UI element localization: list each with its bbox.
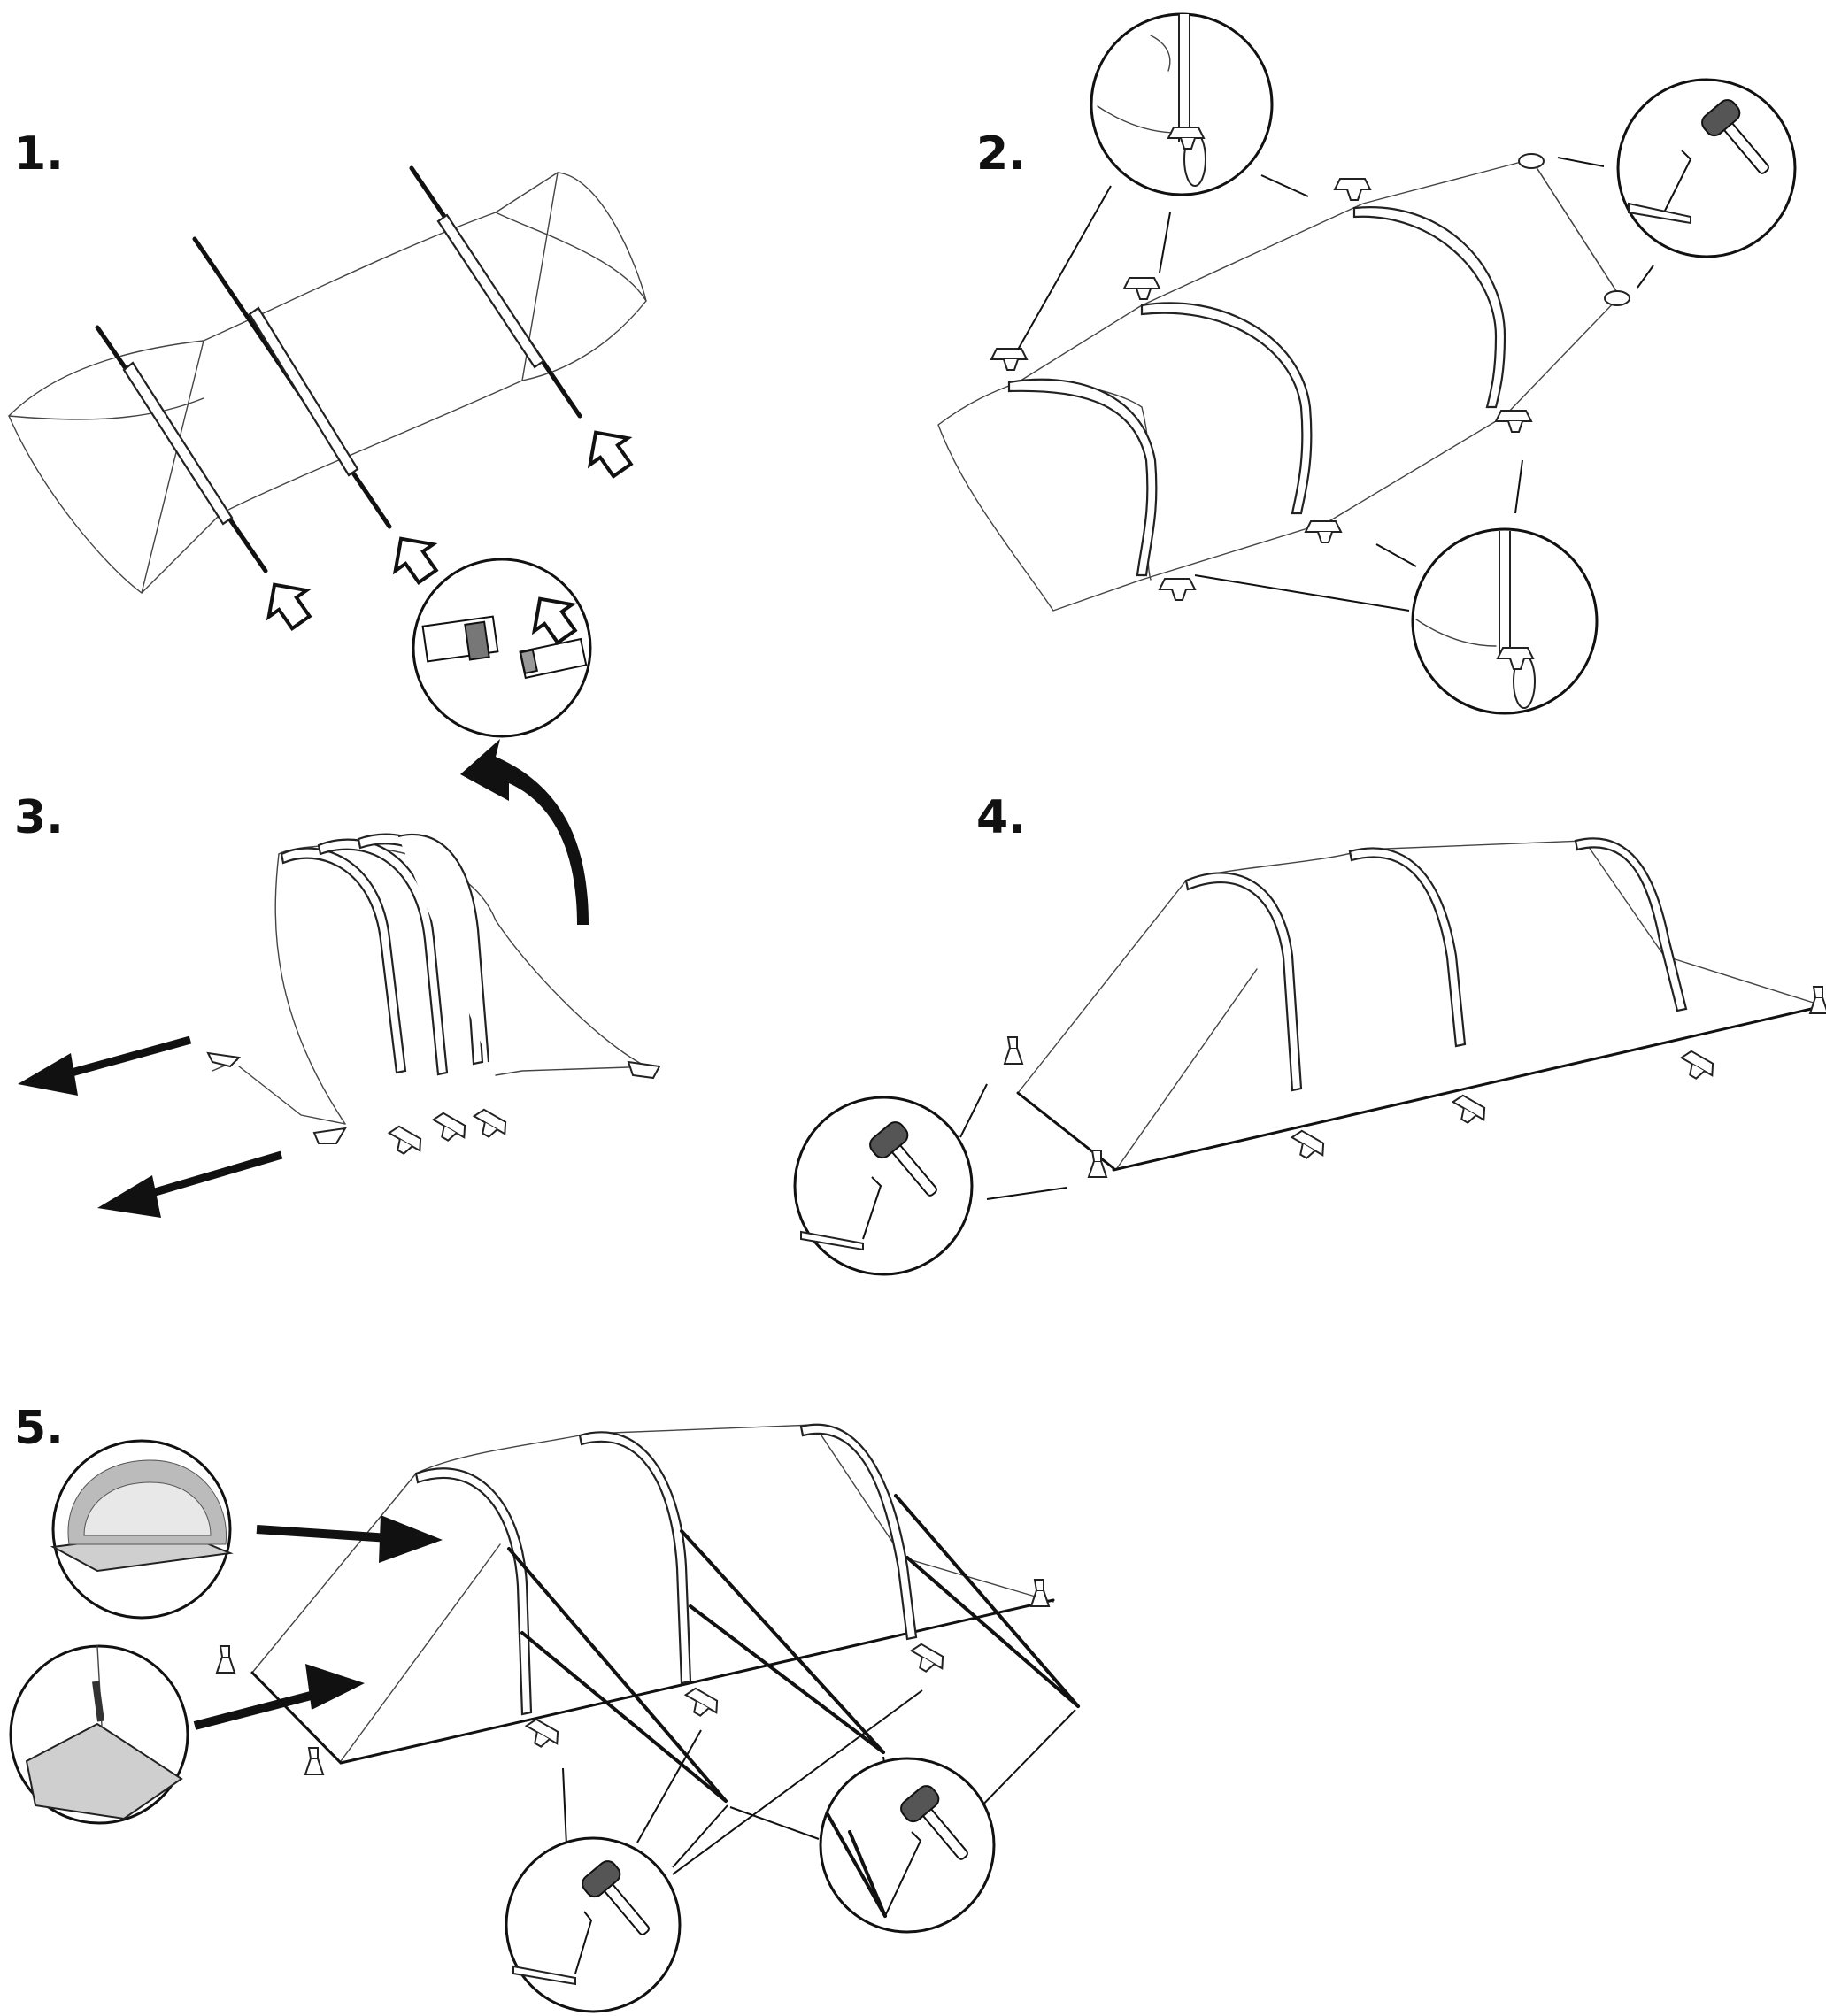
arch-pole-2 bbox=[1348, 847, 1467, 1048]
tent-peg-icon bbox=[1809, 986, 1826, 1014]
step-4-illustration bbox=[793, 837, 1826, 1276]
tent-peg-icon bbox=[512, 1965, 576, 1986]
mallet-detail-top bbox=[1616, 78, 1797, 258]
step-3-illustration bbox=[18, 739, 661, 1218]
tent-peg-icon bbox=[304, 1747, 324, 1775]
pole-clip-icon bbox=[1334, 178, 1371, 201]
pull-arrow-icon bbox=[97, 1150, 283, 1218]
pole-clip-icon bbox=[382, 1122, 427, 1161]
tent-peg-icon bbox=[1628, 202, 1691, 225]
tent-body-outline bbox=[937, 158, 1621, 612]
curved-arrow-icon bbox=[460, 739, 589, 925]
pole-clip-icon bbox=[1305, 520, 1342, 543]
step-5-number: 5. bbox=[14, 1402, 64, 1455]
pole-clip-icon bbox=[467, 1105, 512, 1144]
arch-pole-1 bbox=[1007, 378, 1158, 577]
pole-clip-icon bbox=[520, 1715, 564, 1754]
arch-pole-2 bbox=[1140, 302, 1313, 515]
step-1-number: 1. bbox=[14, 127, 64, 181]
pole-clip-icon bbox=[1159, 578, 1196, 601]
tent-peg-icon bbox=[800, 1230, 864, 1251]
pole-sleeve-2 bbox=[192, 236, 392, 529]
arch-pole-1 bbox=[1184, 872, 1303, 1092]
arch-pole-3 bbox=[1574, 837, 1688, 1012]
corner-strap-detail bbox=[9, 1644, 365, 1825]
hollow-arrow-icon bbox=[380, 523, 449, 592]
step-1-illustration bbox=[8, 165, 647, 738]
pull-arrow-icon bbox=[305, 1664, 365, 1710]
mallet-detail bbox=[793, 1096, 974, 1276]
loop-ring bbox=[1604, 290, 1630, 306]
step-4-number: 4. bbox=[976, 791, 1026, 844]
pole-clip-icon bbox=[1123, 277, 1160, 300]
arch-pole-3 bbox=[799, 1423, 918, 1641]
mallet-detail-right bbox=[819, 1757, 996, 1934]
step-5-illustration bbox=[9, 1423, 1080, 2013]
pole-joint-detail bbox=[412, 558, 592, 738]
step-3-number: 3. bbox=[14, 791, 64, 844]
pole-sleeve-3 bbox=[409, 165, 582, 419]
pole-clip-icon bbox=[1495, 410, 1532, 433]
pull-arrow-icon bbox=[379, 1515, 443, 1563]
tent-peg-icon bbox=[1088, 1150, 1107, 1178]
pole-clip-icon bbox=[990, 348, 1028, 371]
clip-detail-bottom bbox=[1411, 527, 1599, 715]
pole-sleeve-1 bbox=[95, 325, 268, 573]
pole-clip-icon bbox=[1285, 1127, 1329, 1166]
pole-clip-icon bbox=[427, 1109, 471, 1148]
tent-peg-icon bbox=[1030, 1579, 1050, 1607]
clip-detail-top bbox=[1090, 12, 1274, 196]
pole-clip-icon bbox=[905, 1640, 949, 1679]
step-2-number: 2. bbox=[976, 127, 1026, 181]
pull-arrow-icon bbox=[18, 1035, 192, 1096]
loop-ring bbox=[1518, 153, 1545, 169]
step-2-illustration bbox=[937, 12, 1797, 715]
tent-peg-icon bbox=[216, 1645, 235, 1674]
arch-pole-3 bbox=[1352, 206, 1506, 409]
mallet-detail-left bbox=[505, 1836, 682, 2013]
pole-clip-icon bbox=[679, 1684, 723, 1723]
tent-peg-icon bbox=[1004, 1036, 1023, 1065]
arch-pole-2 bbox=[578, 1431, 692, 1685]
hollow-arrow-icon bbox=[574, 417, 643, 486]
arch-pole-1 bbox=[414, 1467, 533, 1716]
pole-clip-icon bbox=[1446, 1091, 1491, 1130]
hollow-arrow-icon bbox=[253, 569, 322, 638]
pole-clip-icon bbox=[1675, 1047, 1719, 1086]
vent-detail bbox=[50, 1439, 443, 1620]
